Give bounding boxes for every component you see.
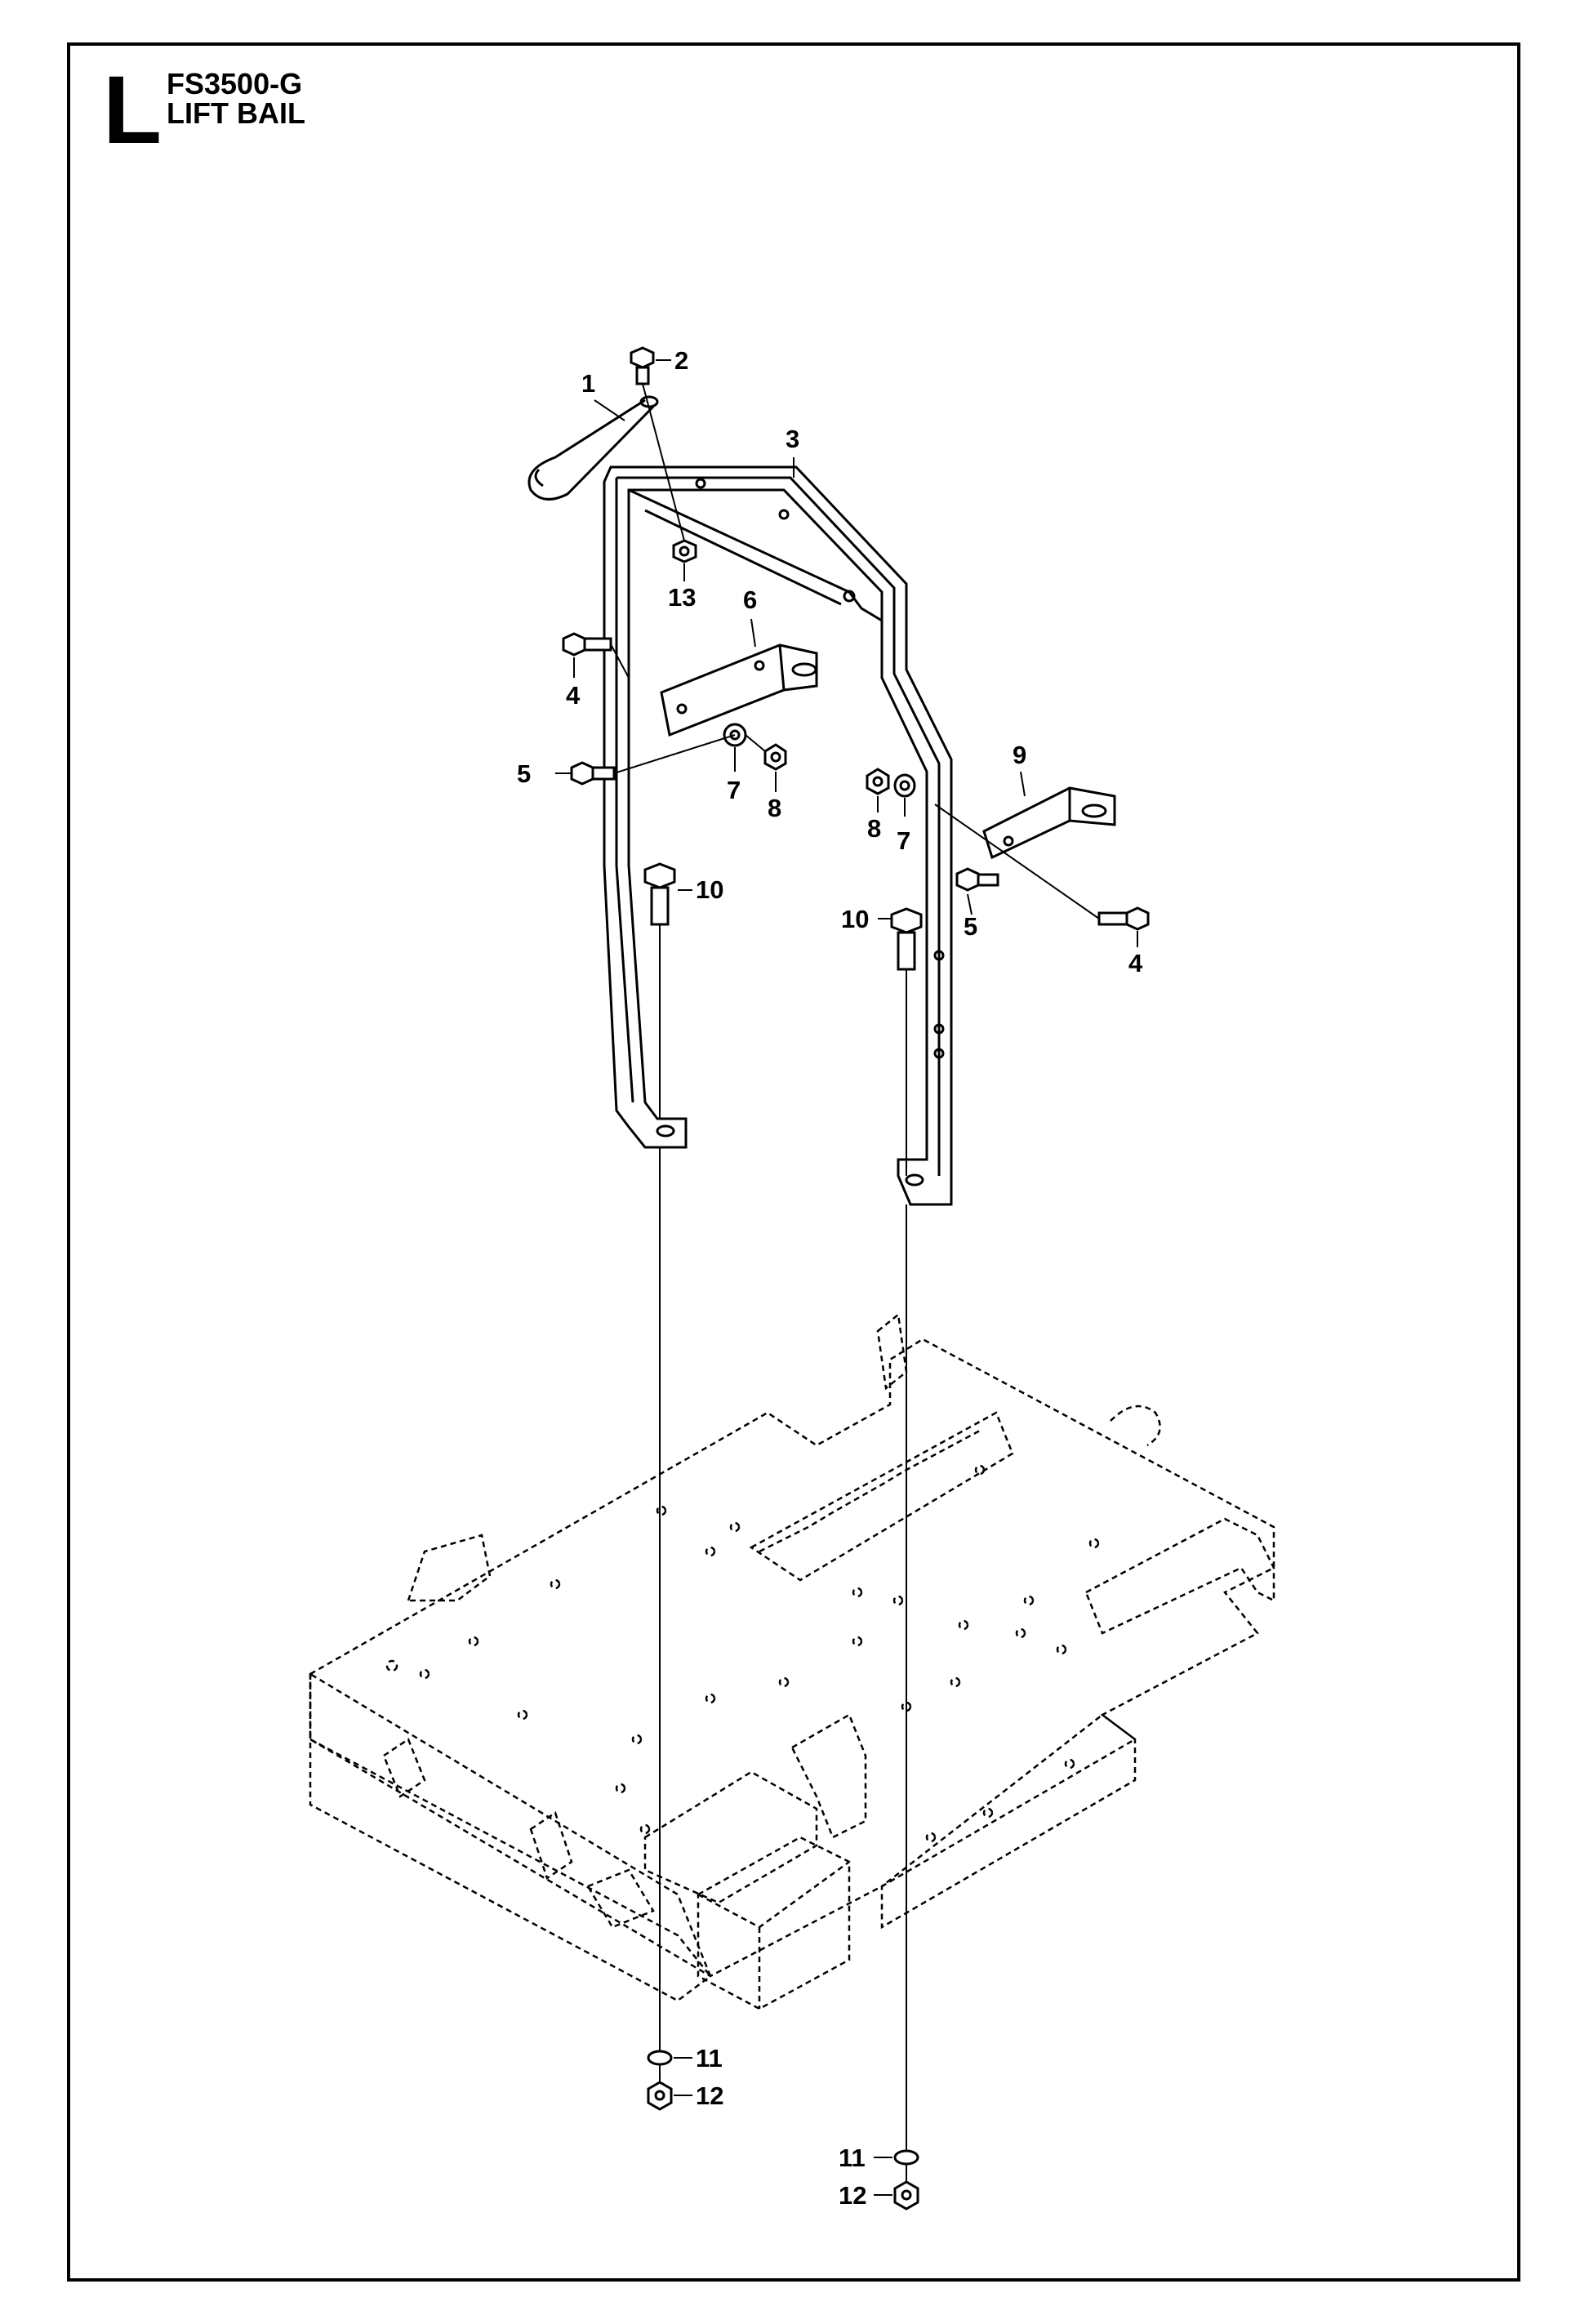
bail-outer-edge <box>603 465 953 1206</box>
nut-part-8-right <box>866 768 890 795</box>
nut-part-12-left <box>647 2081 673 2111</box>
callout-8-right: 8 <box>867 814 881 843</box>
front-flange-2 <box>529 1811 573 1880</box>
callout-3: 3 <box>786 425 799 453</box>
callout-1: 1 <box>581 369 595 398</box>
callout-8-left: 8 <box>768 794 781 822</box>
central-housing <box>643 1770 818 1904</box>
bracket-part-9 <box>982 786 1116 860</box>
chassis-front-edge <box>309 1738 711 1977</box>
callout-7-left: 7 <box>727 776 741 804</box>
chassis-top-plate <box>309 1338 1275 1978</box>
callout-5-right: 5 <box>964 912 977 941</box>
bolt-part-5-left <box>570 761 616 786</box>
lift-bail-frame <box>603 465 953 1206</box>
callout-4-left: 4 <box>566 681 581 710</box>
front-flange-3 <box>586 1868 655 1929</box>
callout-10-right: 10 <box>841 905 869 933</box>
bolt-part-2 <box>630 346 655 385</box>
callout-13: 13 <box>668 583 696 612</box>
callout-6: 6 <box>743 585 757 614</box>
chassis-front-face <box>309 1672 712 2002</box>
bail-cross-brace <box>628 488 883 622</box>
callout-labels: 1 2 3 13 6 4 5 7 8 8 7 9 10 10 5 4 11 12… <box>517 346 1143 2210</box>
bolt-part-4-right <box>1097 906 1150 931</box>
callout-2: 2 <box>674 346 688 375</box>
callout-7-right: 7 <box>897 826 910 855</box>
bail-cross-brace-lower <box>644 509 842 606</box>
lift-hook <box>1110 1405 1161 1447</box>
callout-9: 9 <box>1013 741 1026 769</box>
bail-inner-edge-left <box>615 478 634 1103</box>
callout-10-left: 10 <box>696 875 723 904</box>
side-bracket <box>790 1713 867 1839</box>
chassis-slot <box>749 1411 1014 1582</box>
leader-lines <box>555 359 1138 2196</box>
callout-11-right: 11 <box>839 2144 866 2172</box>
bail-inner-edge <box>616 476 941 1176</box>
chassis-side-face <box>880 1713 1137 1930</box>
assembly-lines <box>610 383 1100 2182</box>
bracket-part-6 <box>660 643 818 737</box>
front-flange-1 <box>382 1738 426 1798</box>
callout-4-right: 4 <box>1128 949 1143 977</box>
bolt-part-4-left <box>562 632 612 657</box>
callout-12-right: 12 <box>839 2181 866 2210</box>
washer-part-11-right <box>893 2149 919 2166</box>
bolt-part-5-right <box>955 867 999 892</box>
nut-part-13 <box>672 539 697 563</box>
nut-part-12-right <box>893 2180 919 2210</box>
bolt-part-10-left <box>643 862 676 926</box>
nut-part-8-left <box>763 743 787 771</box>
washer-part-11-left <box>647 2050 673 2066</box>
front-left-bracket <box>407 1534 492 1602</box>
callout-5-left: 5 <box>517 759 531 788</box>
diagram-frame: L FS3500-G LIFT BAIL <box>67 42 1520 2282</box>
callout-12-left: 12 <box>696 2081 723 2110</box>
bolt-part-10-right <box>890 907 923 971</box>
engine-box <box>697 1836 851 2010</box>
model-number: FS3500-G <box>167 67 303 100</box>
mower-chassis <box>309 1312 1275 2010</box>
chassis-slot-teeth <box>759 1429 981 1553</box>
hitch-pin-clip <box>527 395 659 501</box>
diagram-title: LIFT BAIL <box>167 96 305 130</box>
bracket-6-body <box>660 643 818 737</box>
bracket-9-body <box>982 786 1116 860</box>
callout-11-left: 11 <box>696 2044 723 2072</box>
bracket-6-fold <box>778 644 786 691</box>
hardware <box>562 346 1150 2210</box>
section-letter: L <box>103 56 162 164</box>
rear-bracket <box>1084 1517 1275 1635</box>
